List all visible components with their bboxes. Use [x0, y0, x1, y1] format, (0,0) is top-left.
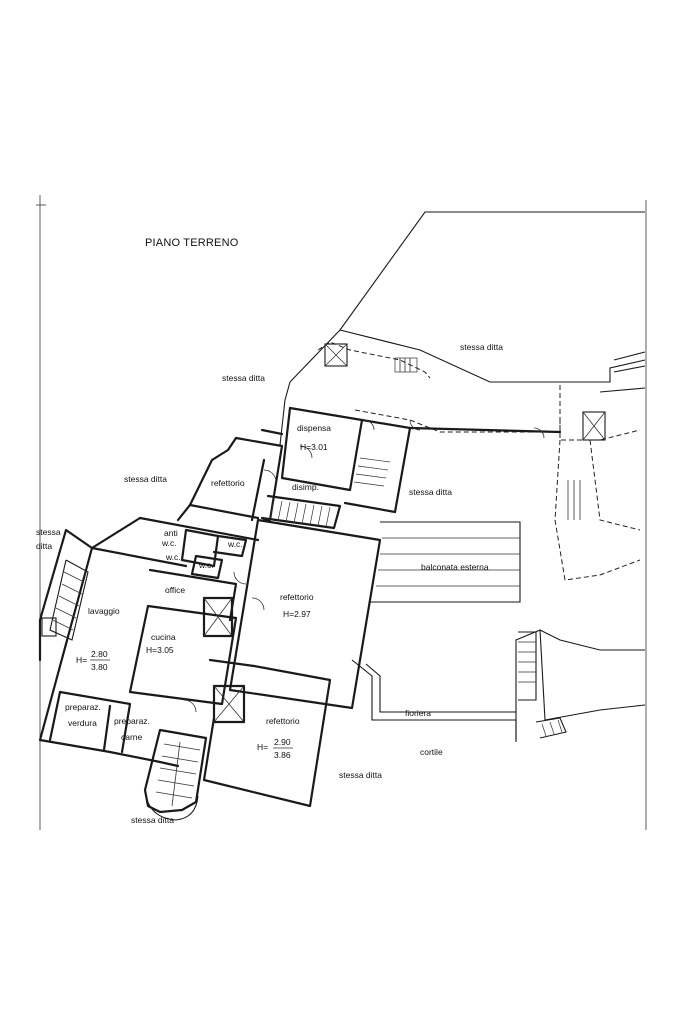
label-cucina-height: H=3.05: [146, 645, 174, 655]
label-balconata-esterna: balconata esterna: [421, 562, 489, 572]
label-cucina: cucina: [151, 632, 176, 642]
label-office: office: [165, 585, 185, 595]
label-stessa-ditta-bottom: stessa ditta: [131, 815, 174, 825]
labels: PIANO TERRENO stessa ditta stessa ditta …: [36, 237, 503, 825]
label-preparaz-carne-2: carne: [121, 732, 143, 742]
neighbour-outline-top: [279, 211, 646, 581]
label-disimp: disimp.: [292, 482, 319, 492]
label-wc-2: w.c.: [165, 552, 181, 562]
balcony-and-courtyard: [351, 521, 646, 742]
label-refettorio-main-height: H=2.97: [283, 609, 311, 619]
label-lavaggio-h-prefix: H=: [76, 655, 87, 665]
label-lavaggio-h-num: 2.80: [91, 649, 108, 659]
label-dispensa: dispensa: [297, 423, 331, 433]
label-refettorio-lower-h-den: 3.86: [274, 750, 291, 760]
label-stessa-ditta-center-right: stessa ditta: [409, 487, 452, 497]
plan-title: PIANO TERRENO: [145, 237, 239, 249]
stairs: [41, 457, 567, 807]
label-ditta-edge: ditta: [36, 541, 52, 551]
label-dispensa-height: H=3.01: [300, 442, 328, 452]
label-refettorio-lower-h-prefix: H=: [257, 742, 268, 752]
label-cortile: cortile: [420, 747, 443, 757]
label-stessa-ditta-top-right: stessa ditta: [460, 342, 503, 352]
building-walls: [38, 406, 562, 821]
label-stessa-ditta-top-left: stessa ditta: [222, 373, 265, 383]
label-preparaz-verdura-2: verdura: [68, 718, 97, 728]
label-preparaz-verdura-1: preparaz.: [65, 702, 101, 712]
label-refettorio-lower-h-num: 2.90: [274, 737, 291, 747]
label-preparaz-carne-1: preparaz.: [114, 716, 150, 726]
doors: [183, 419, 545, 713]
label-wc-3: w.c.: [227, 539, 243, 549]
label-stessa-ditta-left: stessa ditta: [124, 474, 167, 484]
label-wc-1: w.c.: [161, 538, 177, 548]
label-refettorio-main: refettorio: [280, 592, 314, 602]
label-lavaggio-h-den: 3.80: [91, 662, 108, 672]
label-stessa-edge: stessa: [36, 527, 61, 537]
frame-marks: [36, 195, 647, 830]
label-lavaggio: lavaggio: [88, 606, 120, 616]
label-refettorio-small: refettorio: [211, 478, 245, 488]
label-wc-4: w.c.: [198, 560, 214, 570]
label-stessa-ditta-bottom-center: stessa ditta: [339, 770, 382, 780]
label-refettorio-lower: refettorio: [266, 716, 300, 726]
label-fioriera: fioriera: [405, 708, 431, 718]
label-anti: anti: [164, 528, 178, 538]
